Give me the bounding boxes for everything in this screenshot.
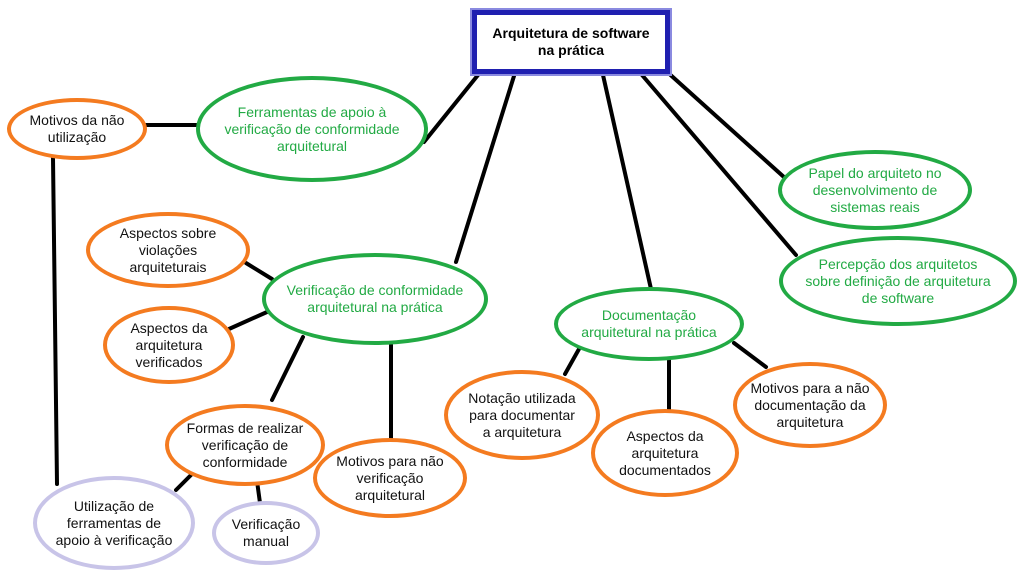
edge-root-verificacao xyxy=(454,74,516,264)
edge-motivos-utilizacao xyxy=(51,156,59,486)
edge-verificacao-aspectos xyxy=(227,310,269,331)
node-ferramentas: Ferramentas de apoio à verificação de co… xyxy=(196,76,428,182)
node-verificacao-conformidade: Verificação de conformidade arquitetural… xyxy=(262,253,488,345)
node-verificacao-manual: Verificação manual xyxy=(212,501,320,565)
node-aspectos-documentados: Aspectos da arquitetura documentados xyxy=(591,409,739,497)
node-motivos-nao-documentacao: Motivos para a não documentação da arqui… xyxy=(733,362,887,448)
edge-formas-utilizacao xyxy=(174,472,194,492)
node-percepcao-arquitetos: Percepção dos arquitetos sobre definição… xyxy=(779,236,1017,326)
node-notacao: Notação utilizada para documentar a arqu… xyxy=(444,370,600,460)
node-motivos-nao-verificacao: Motivos para não verificação arquitetura… xyxy=(313,438,467,518)
node-documentacao-arquitetural: Documentação arquitetural na prática xyxy=(554,287,744,361)
edge-documentacao-notacao xyxy=(563,347,581,376)
root-topic-label: Arquitetura de software na prática xyxy=(492,25,650,58)
node-motivos-nao-utilizacao: Motivos da não utilização xyxy=(7,98,147,160)
node-violacoes: Aspectos sobre violações arquiteturais xyxy=(86,212,250,288)
edge-root-papel xyxy=(663,68,787,180)
edge-documentacao-motivos xyxy=(732,341,768,369)
edge-root-ferramentas xyxy=(422,73,480,144)
edge-verificacao-formas xyxy=(270,335,305,402)
edge-root-percepcao xyxy=(640,73,798,257)
root-topic-box: Arquitetura de software na prática xyxy=(472,10,670,74)
node-utilizacao-ferramentas: Utilização de ferramentas de apoio à ver… xyxy=(33,476,195,570)
edge-verificacao-violacoes xyxy=(244,261,274,281)
node-aspectos-verificados: Aspectos da arquitetura verificados xyxy=(103,306,235,384)
node-papel-arquiteto: Papel do arquiteto no desenvolvimento de… xyxy=(778,150,972,230)
node-formas-verificacao: Formas de realizar verificação de confor… xyxy=(165,404,325,486)
edge-root-documentacao xyxy=(601,73,653,291)
